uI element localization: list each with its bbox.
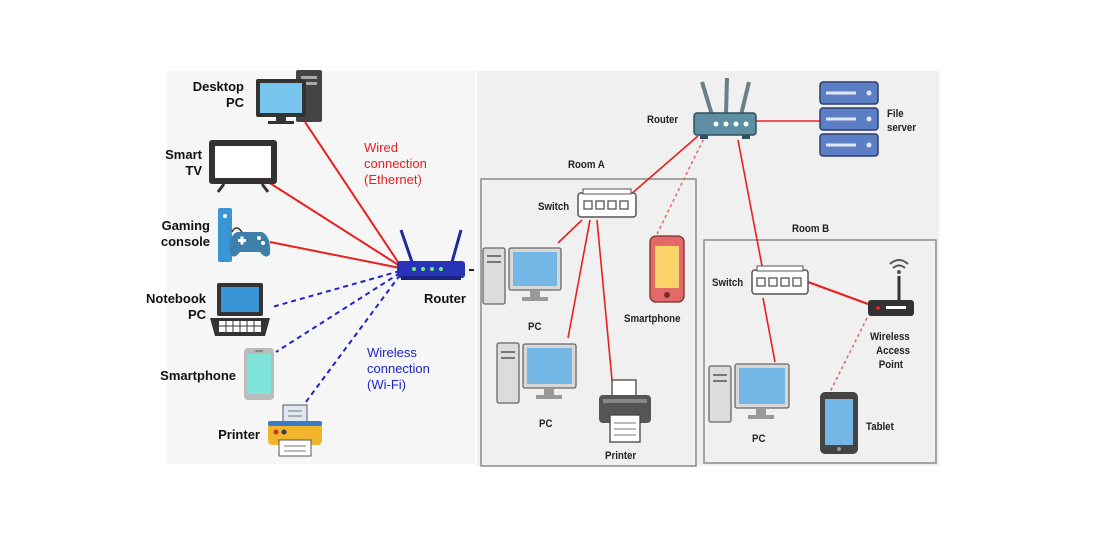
wireless-caption-line1: Wireless — [367, 345, 417, 360]
wireless-caption-line3: (Wi-Fi) — [367, 377, 406, 392]
wired-caption-line2: connection — [364, 156, 427, 171]
router-right-icon — [693, 77, 757, 139]
wireless-connection-caption: Wireless connection (Wi-Fi) — [367, 345, 430, 393]
link-switch-a-pc2 — [567, 219, 591, 339]
wireless-link-printer — [299, 274, 401, 411]
smart-tv-icon — [209, 140, 277, 193]
pc-b-icon — [708, 363, 790, 423]
pc-a1-icon — [482, 247, 562, 305]
desktop-pc-icon — [256, 70, 322, 124]
wired-link-gaming — [269, 241, 401, 269]
printer-room-a-label: Printer — [605, 450, 637, 462]
smart-tv-label-line1: Smart — [165, 147, 202, 162]
room-b-title: Room B — [792, 223, 830, 235]
switch-b-icon — [751, 265, 809, 295]
notebook-pc-label-line2: PC — [187, 307, 206, 322]
pc-a2-label: PC — [539, 418, 553, 430]
wireless-link-wap-tablet — [829, 317, 868, 393]
wired-links — [264, 121, 401, 269]
router-left-label: Router — [424, 291, 466, 306]
printer-room-a-icon — [599, 379, 651, 443]
file-server-label: File server — [887, 107, 916, 135]
wap-label-line1: Wireless — [870, 331, 910, 343]
wired-caption-line1: Wired — [364, 140, 398, 155]
wap-label-line2: Access — [876, 345, 911, 357]
desktop-pc-label-line2: PC — [225, 95, 244, 110]
right-wireless-links — [656, 129, 868, 393]
smartphone-room-a-label: Smartphone — [624, 313, 681, 325]
smart-tv-label: Smart TV — [140, 147, 202, 179]
tablet-label: Tablet — [866, 421, 894, 433]
wireless-caption-line2: connection — [367, 361, 430, 376]
right-wired-links — [557, 120, 869, 381]
link-router-switch-b — [737, 139, 763, 267]
smartphone-room-a-icon — [649, 235, 685, 303]
file-server-label-line2: server — [887, 122, 917, 134]
wireless-link-notebook — [271, 270, 401, 308]
router-left-icon — [397, 229, 465, 280]
notebook-pc-label: Notebook PC — [120, 291, 206, 323]
wired-connection-caption: Wired connection (Ethernet) — [364, 140, 427, 188]
tablet-icon — [820, 392, 858, 454]
room-a-box — [480, 178, 697, 467]
wireless-link-router-smartphone — [656, 129, 709, 235]
router-right-label: Router — [647, 114, 679, 126]
wireless-access-point-label: Wireless Access Point — [870, 330, 910, 372]
switch-a-icon — [577, 188, 637, 218]
desktop-pc-label-line1: Desktop — [192, 79, 244, 94]
wired-caption-line3: (Ethernet) — [364, 172, 422, 187]
link-switch-b-pc — [762, 297, 776, 363]
smartphone-label: Smartphone — [160, 368, 236, 383]
pc-a1-label: PC — [528, 321, 542, 333]
notebook-pc-icon — [210, 283, 270, 336]
wireless-links — [271, 270, 401, 411]
pc-b-label: PC — [752, 433, 766, 445]
wireless-access-point-icon — [868, 259, 914, 316]
switch-b-label: Switch — [712, 277, 744, 289]
desktop-pc-label: Desktop PC — [160, 79, 244, 111]
printer-icon — [268, 404, 322, 457]
gaming-console-label-line1: Gaming — [161, 218, 210, 233]
room-a-title: Room A — [568, 159, 605, 171]
link-switch-a-printer — [596, 219, 613, 381]
wired-link-tv — [264, 179, 401, 267]
notebook-pc-label-line1: Notebook — [146, 291, 206, 306]
link-switch-b-wap — [807, 280, 869, 306]
wap-label-line3: Point — [878, 359, 903, 371]
printer-label: Printer — [218, 427, 260, 442]
link-router-switch-a — [629, 135, 699, 196]
smartphone-icon — [244, 348, 274, 400]
file-server-icon — [819, 81, 879, 157]
wireless-link-smartphone — [275, 272, 401, 353]
file-server-label-line1: File — [887, 108, 904, 120]
link-switch-a-pc1 — [557, 219, 583, 244]
smart-tv-label-line2: TV — [185, 163, 202, 178]
room-b-box — [703, 239, 937, 464]
gaming-console-icon — [218, 208, 271, 262]
switch-a-label: Switch — [538, 201, 570, 213]
wired-link-desktop — [304, 121, 401, 266]
gaming-console-label: Gaming console — [130, 218, 210, 250]
pc-a2-icon — [496, 342, 577, 404]
gaming-console-label-line2: console — [160, 234, 210, 249]
